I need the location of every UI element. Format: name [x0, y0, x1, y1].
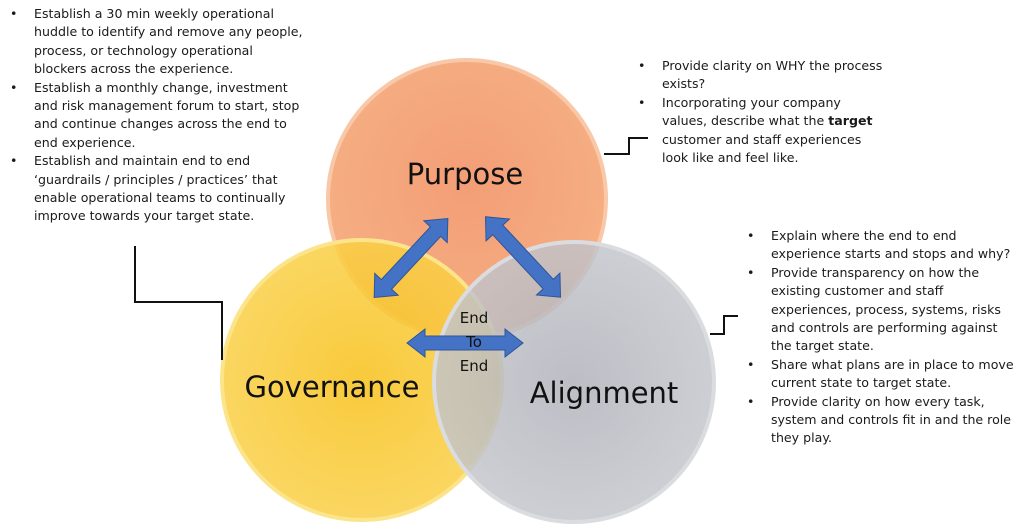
- list-item: Provide clarity on WHY the process exist…: [634, 57, 884, 94]
- center-label-line2: To: [465, 333, 482, 351]
- purpose-label: Purpose: [407, 157, 523, 191]
- list-item: Incorporating your company values, descr…: [634, 94, 884, 168]
- list-item-text: Incorporating your company values, descr…: [662, 94, 841, 129]
- connector-left: [134, 246, 223, 360]
- connector-right: [710, 315, 738, 335]
- arrow-purpose-governance: [373, 217, 449, 299]
- purpose-bullet-list: Provide clarity on WHY the process exist…: [634, 57, 884, 167]
- center-label-line3: End: [460, 357, 489, 375]
- list-item: Share what plans are in place to move cu…: [743, 356, 1017, 393]
- arrow-governance-alignment: [406, 327, 524, 359]
- list-item: Establish and maintain end to end ‘guard…: [6, 152, 306, 226]
- emphasis-target: target: [828, 113, 873, 129]
- list-item: Provide clarity on how every task, syste…: [743, 393, 1017, 448]
- arrow-purpose-alignment: [484, 216, 562, 298]
- alignment-circle: [432, 240, 716, 524]
- center-label-line1: End: [460, 309, 489, 327]
- alignment-label: Alignment: [530, 376, 679, 410]
- list-item: Establish a monthly change, investment a…: [6, 79, 306, 153]
- list-item: Provide transparency on how the existing…: [743, 264, 1017, 356]
- governance-label: Governance: [245, 370, 420, 404]
- alignment-bullet-list: Explain where the end to end experience …: [743, 227, 1017, 448]
- list-item: Explain where the end to end experience …: [743, 227, 1017, 264]
- governance-bullet-list: Establish a 30 min weekly operational hu…: [6, 5, 306, 226]
- list-item: Establish a 30 min weekly operational hu…: [6, 5, 306, 79]
- list-item-text: customer and staff experiences look like…: [662, 131, 862, 166]
